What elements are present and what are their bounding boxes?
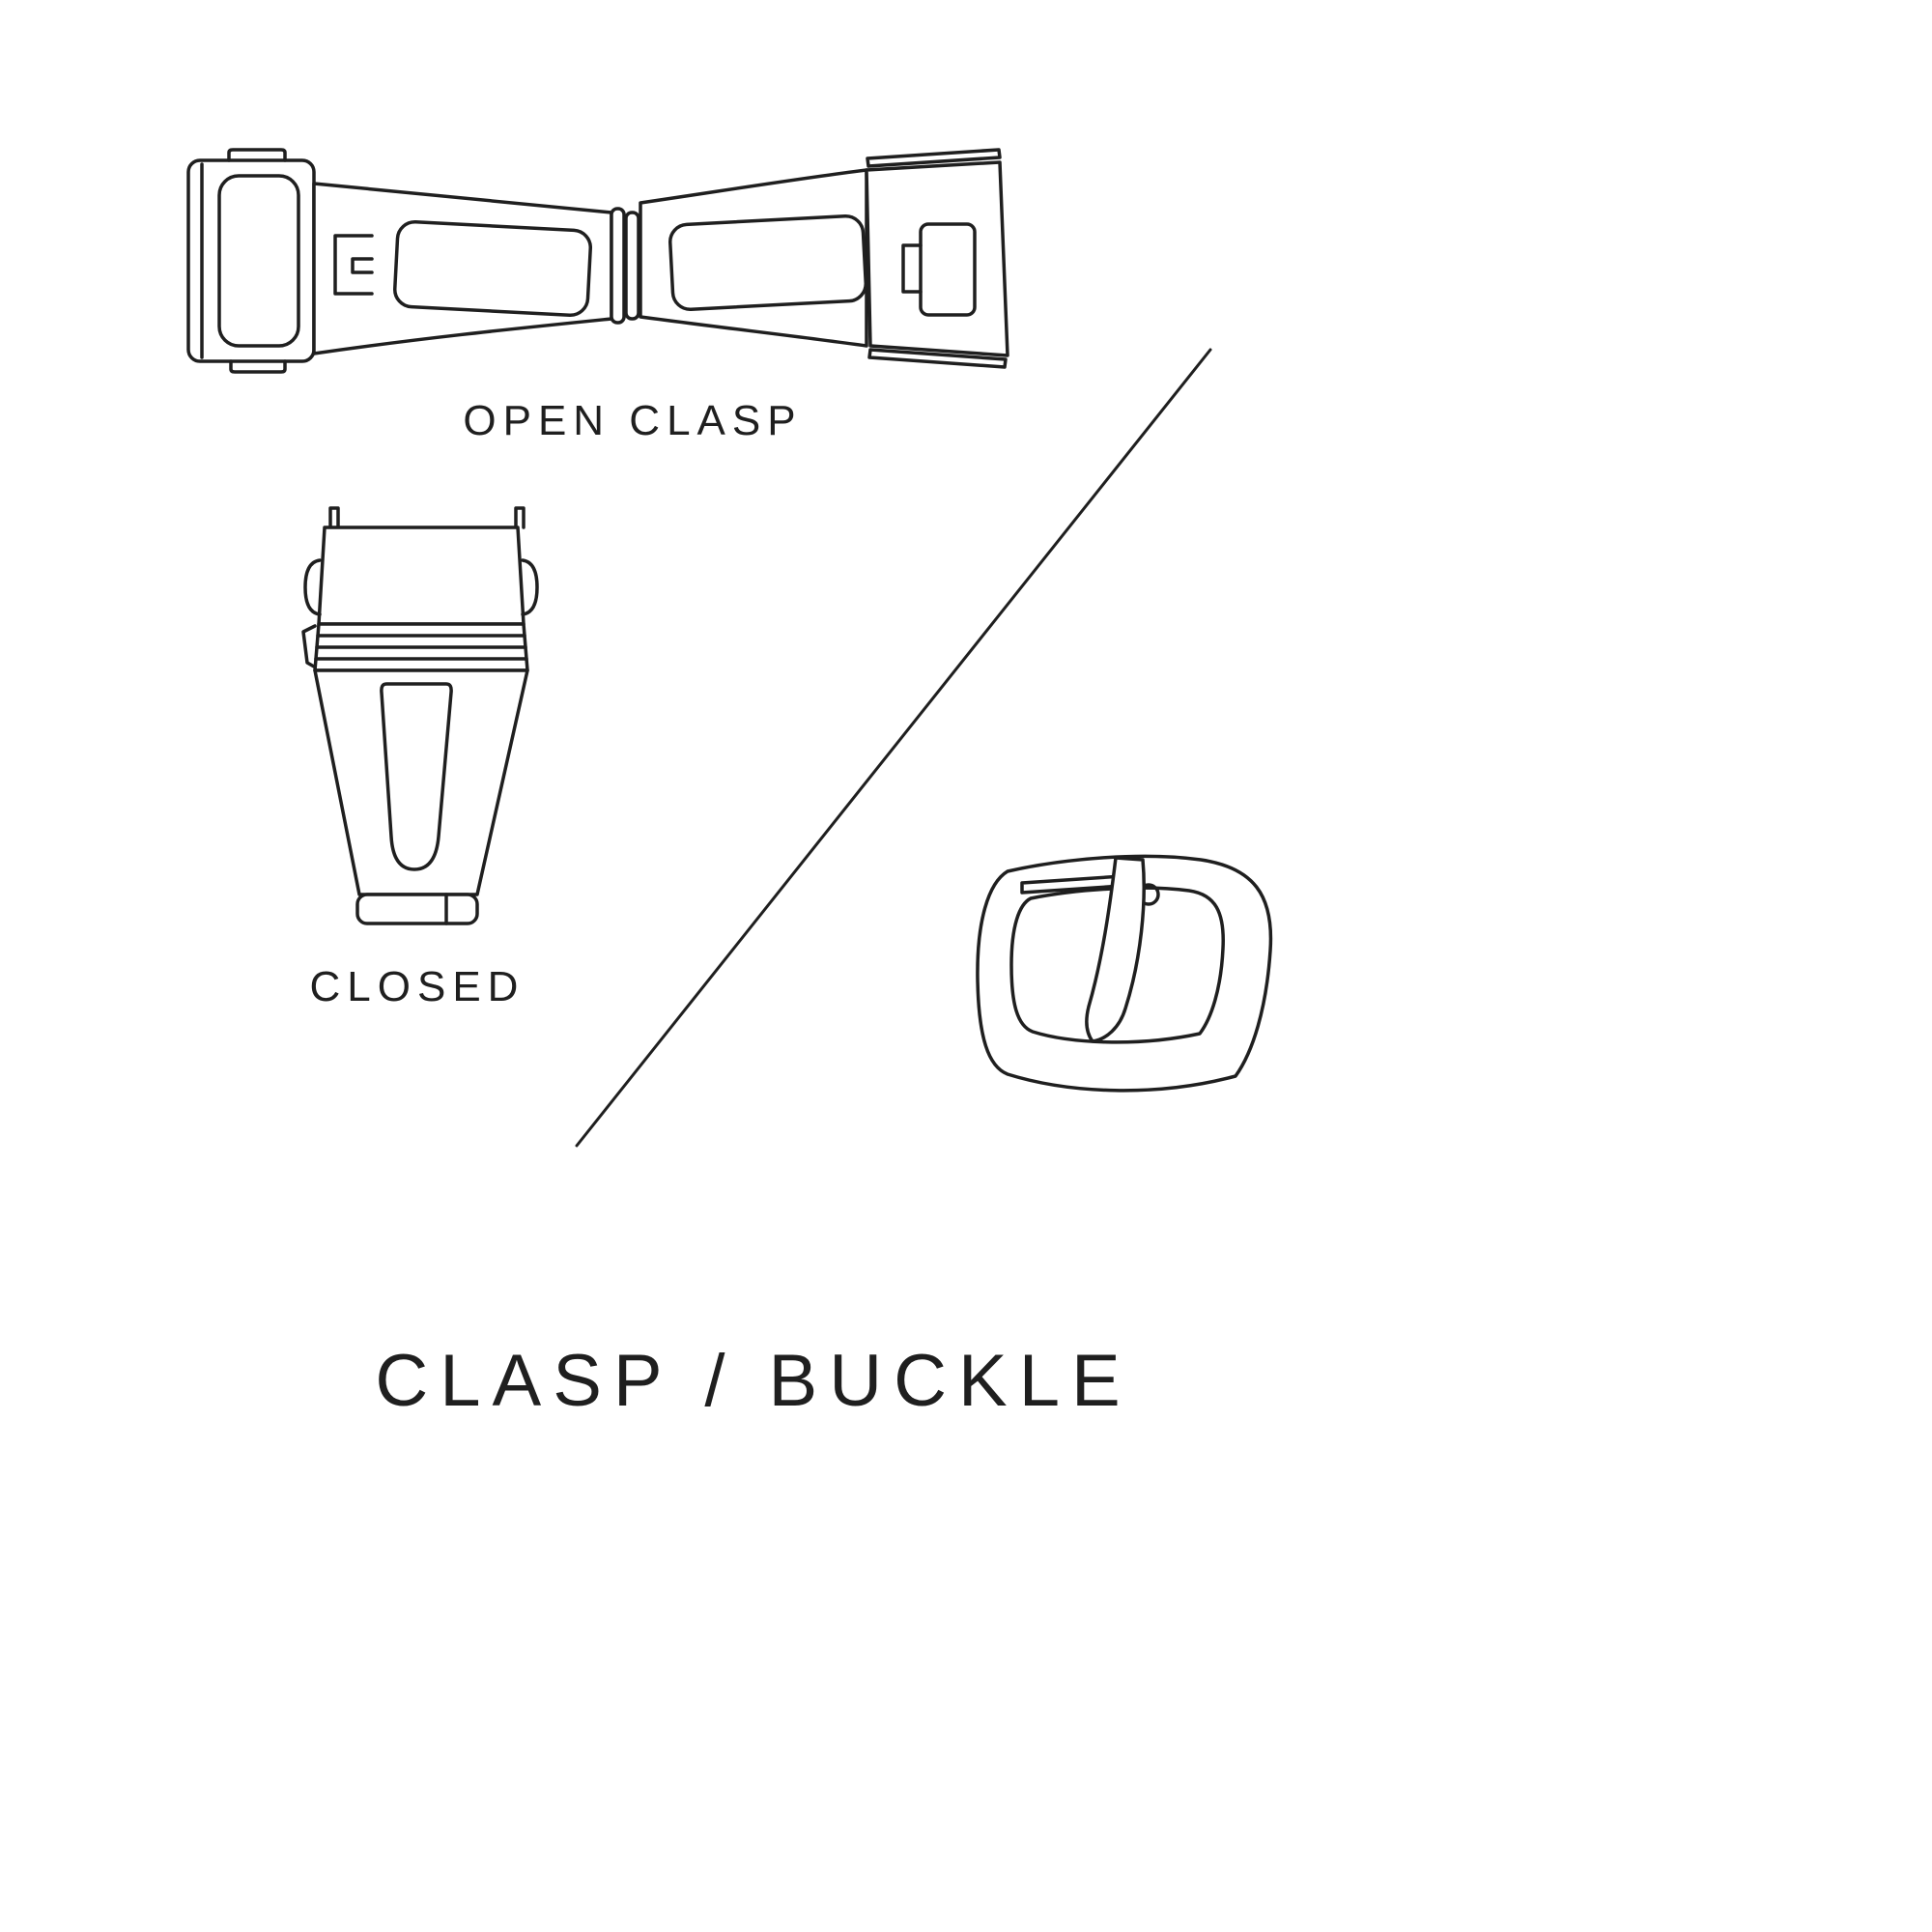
closed-clasp-label: CLOSED (309, 963, 526, 1010)
open-clasp-figure (179, 147, 1019, 388)
buckle-figure (961, 842, 1294, 1118)
buckle-illustration-icon (976, 854, 1273, 1093)
closed-clasp-figure (296, 506, 547, 931)
open-clasp-illustration-icon (186, 148, 1009, 374)
diagram-title: CLASP / BUCKLE (375, 1340, 1132, 1422)
open-clasp-label: OPEN CLASP (463, 397, 803, 444)
closed-clasp-illustration-icon (301, 506, 539, 925)
divider-line (575, 348, 1212, 1148)
